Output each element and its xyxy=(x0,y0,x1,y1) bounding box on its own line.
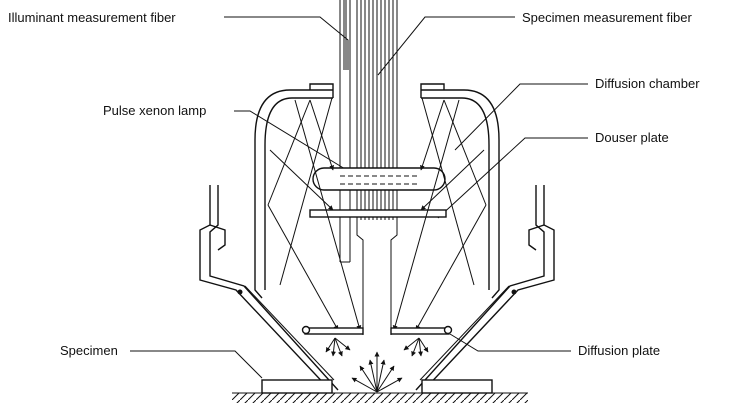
specimen-base xyxy=(232,379,528,403)
label-diffusion-chamber: Diffusion chamber xyxy=(595,76,700,91)
outer-housing xyxy=(199,185,555,391)
diffusion-chamber xyxy=(254,83,500,299)
label-specimen: Specimen xyxy=(60,343,118,358)
specimen-rays xyxy=(325,337,429,393)
light-rays xyxy=(267,97,487,331)
label-pulse-xenon-lamp: Pulse xenon lamp xyxy=(103,103,206,118)
label-diffusion-plate: Diffusion plate xyxy=(578,343,660,358)
pulse-xenon-lamp xyxy=(312,167,446,191)
leader-lines xyxy=(130,16,588,379)
diffusion-plates xyxy=(301,325,453,335)
douser-plate xyxy=(309,209,447,218)
label-specimen-fiber: Specimen measurement fiber xyxy=(522,10,692,25)
label-illuminant-fiber: Illuminant measurement fiber xyxy=(8,10,176,25)
label-douser-plate: Douser plate xyxy=(595,130,669,145)
illuminant-fiber xyxy=(339,0,351,263)
